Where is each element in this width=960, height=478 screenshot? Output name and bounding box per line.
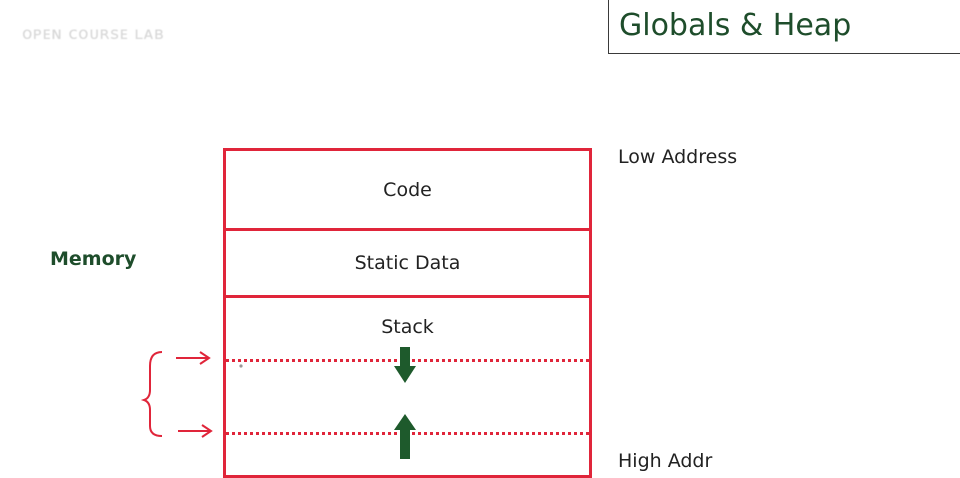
static-data-segment-label: Static Data (354, 252, 461, 274)
stack-segment-label: Stack (381, 316, 434, 338)
low-address-label: Low Address (618, 146, 738, 168)
upper-red-arrow (176, 351, 211, 365)
lower-red-arrow (178, 424, 213, 438)
code-segment: Code (226, 151, 589, 231)
watermark: ᴏᴘᴇɴ ᴄᴏᴜʀsᴇ ʟᴀʙ (22, 24, 165, 44)
left-bracket (140, 351, 163, 437)
slide-title: Globals & Heap (619, 8, 852, 43)
stray-mark (239, 364, 243, 368)
stack-segment: Stack (226, 311, 589, 343)
title-box: Globals & Heap (608, 0, 960, 54)
stack-growth-arrow-icon (394, 347, 416, 383)
memory-label: Memory (50, 248, 137, 270)
static-data-segment: Static Data (226, 231, 589, 298)
code-segment-label: Code (383, 178, 432, 201)
heap-growth-arrow-icon (394, 414, 416, 459)
diagram-overlay (140, 347, 416, 459)
